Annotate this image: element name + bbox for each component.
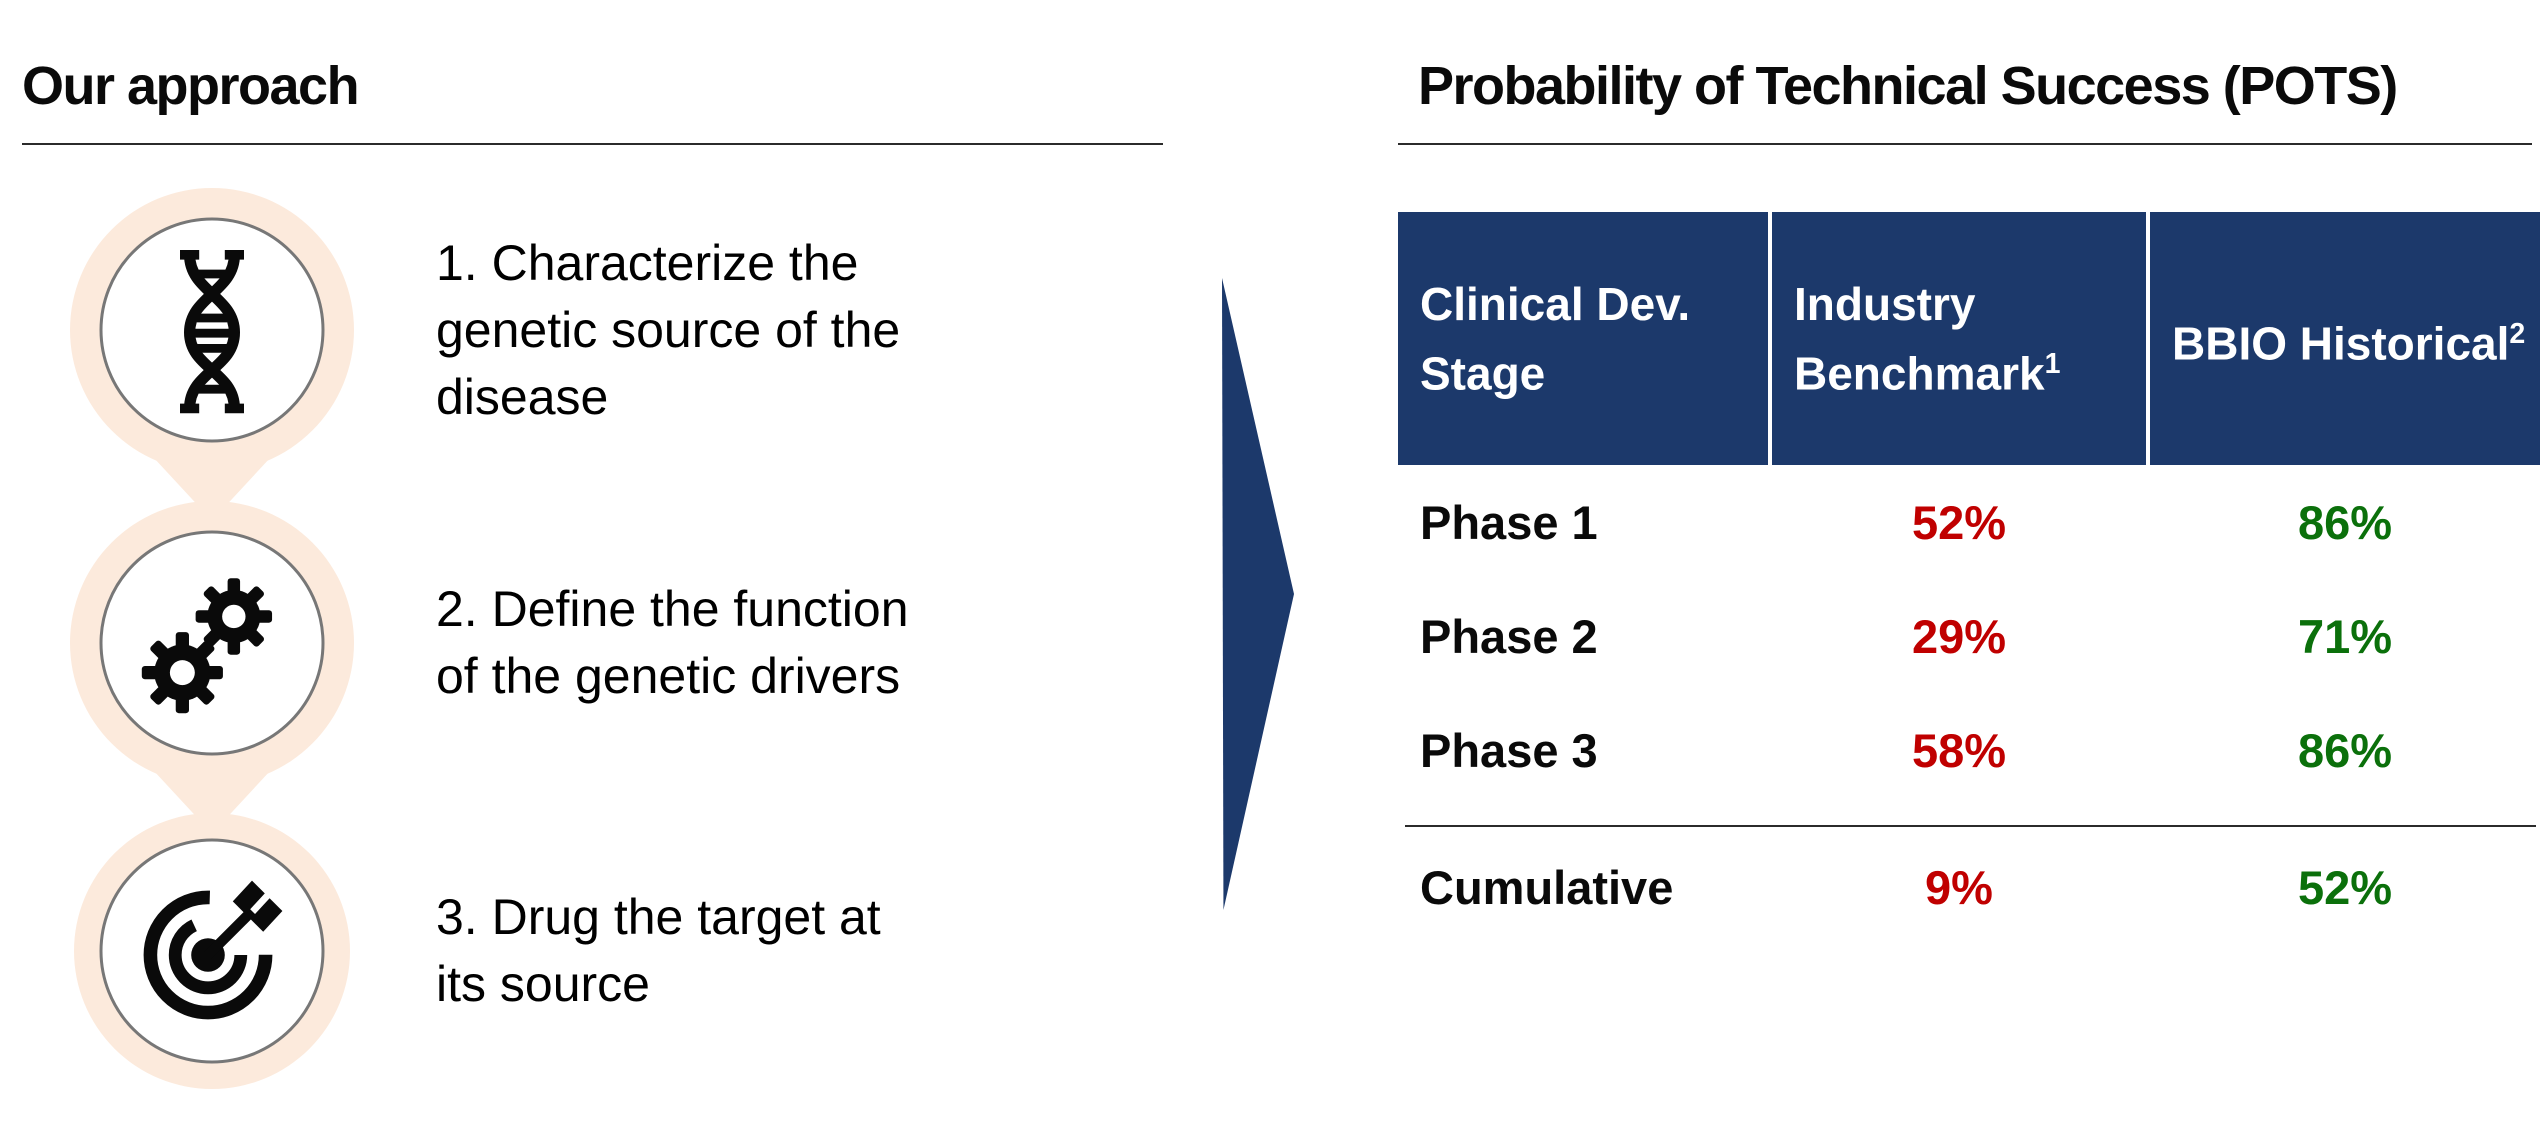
slide-canvas: { "left": { "title": "Our approach", "st… [22,56,2540,1089]
table-row-phase1-stage: Phase 1 [1420,495,1598,549]
right-section-title: Probability of Technical Success (POTS) [1418,56,2398,116]
footnote-marker-2: 2 [2509,317,2526,350]
table-row-phase2-bbio-value: 71% [2297,609,2393,663]
step-1-line: 1. Characterize the [436,235,859,291]
step-1-line: genetic source of the [436,302,901,358]
dna-icon [70,188,354,516]
right-title-rule [1398,143,2532,145]
table-row-phase3-bbio-value: 86% [2297,723,2393,777]
step-1-text: 1. Characterize the genetic source of th… [436,230,1056,431]
step-1-line: disease [436,369,609,425]
col-header-stage-label: Clinical Dev. Stage [1420,277,1691,400]
step-2-line: 2. Define the function [436,581,909,637]
left-title-rule [22,143,1163,145]
col-header-bbio-label: BBIO Historical [2172,317,2510,370]
col-header-stage: Clinical Dev. Stage [1398,212,1768,465]
step-3-line: its source [436,956,650,1012]
footnote-marker-1: 1 [2044,347,2061,380]
table-row-cumulative-stage: Cumulative [1420,860,1674,914]
target-icon [74,813,350,1089]
left-section-title: Our approach [22,56,360,116]
step-2-line: of the genetic drivers [436,648,901,704]
pots-table: Clinical Dev. Stage Industry Benchmark1 … [1398,212,2540,939]
table-row-cumulative-bbio-value: 52% [2297,860,2393,914]
table-row-phase1-bbio-value: 86% [2297,495,2393,549]
col-header-industry: Industry Benchmark1 [1772,212,2146,465]
table-row-phase2-industry-value: 29% [1911,609,2007,663]
step-3-line: 3. Drug the target at [436,889,881,945]
step-3-text: 3. Drug the target at its source [436,884,1056,1018]
table-row-phase1-industry-value: 52% [1911,495,2007,549]
table-row-phase2-stage: Phase 2 [1420,609,1598,663]
table-row-phase3-industry-value: 58% [1911,723,2007,777]
table-row-cumulative-industry-value: 9% [1925,860,1993,914]
gears-icon [70,501,354,829]
col-header-industry-label: Industry Benchmark [1794,277,2045,400]
flow-arrow [1222,278,1294,910]
table-row-phase3-stage: Phase 3 [1420,723,1598,777]
step-2-text: 2. Define the function of the genetic dr… [436,576,1056,710]
cumulative-divider [1405,825,2536,827]
col-header-bbio: BBIO Historical2 [2150,212,2540,465]
